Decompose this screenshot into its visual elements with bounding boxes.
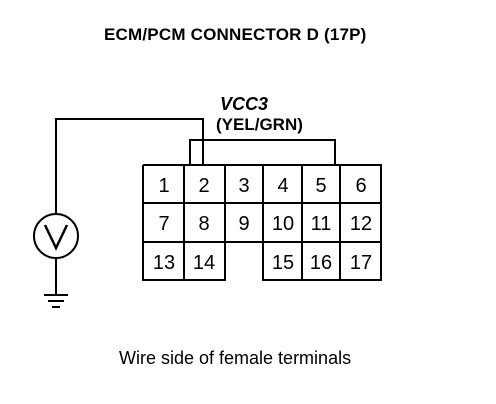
- pin-5: 5: [315, 175, 326, 197]
- pin-7: 7: [158, 213, 169, 235]
- pin-2: 2: [198, 175, 209, 197]
- probe-wire: [55, 118, 204, 213]
- diagram-title: ECM/PCM CONNECTOR D (17P): [104, 25, 367, 44]
- pin-14: 14: [193, 252, 215, 274]
- pin-12: 12: [350, 213, 372, 235]
- pin-13: 13: [153, 252, 175, 274]
- pin-15: 15: [272, 252, 294, 274]
- ground-icon: [44, 294, 68, 308]
- pin-3: 3: [238, 175, 249, 197]
- pin-8: 8: [198, 213, 209, 235]
- pin-17: 17: [350, 252, 372, 274]
- voltmeter-icon: [33, 213, 79, 259]
- diagram-caption: Wire side of female terminals: [119, 348, 352, 368]
- pin-6: 6: [355, 175, 366, 197]
- pin-11: 11: [311, 213, 332, 235]
- pin-16: 16: [310, 252, 332, 274]
- pin-4: 4: [277, 175, 288, 197]
- pin-10: 10: [272, 213, 294, 235]
- signal-name: VCC3: [220, 94, 269, 114]
- connector-lock-tab: [189, 139, 336, 165]
- wire-color: (YEL/GRN): [216, 115, 303, 134]
- pin-9: 9: [238, 213, 249, 235]
- pin-labels: 1 2 3 4 5 6 7 8 9 10 11 12 13 14 15 16 1…: [153, 175, 372, 274]
- connector-body: [142, 164, 382, 281]
- pin-1: 1: [158, 175, 169, 197]
